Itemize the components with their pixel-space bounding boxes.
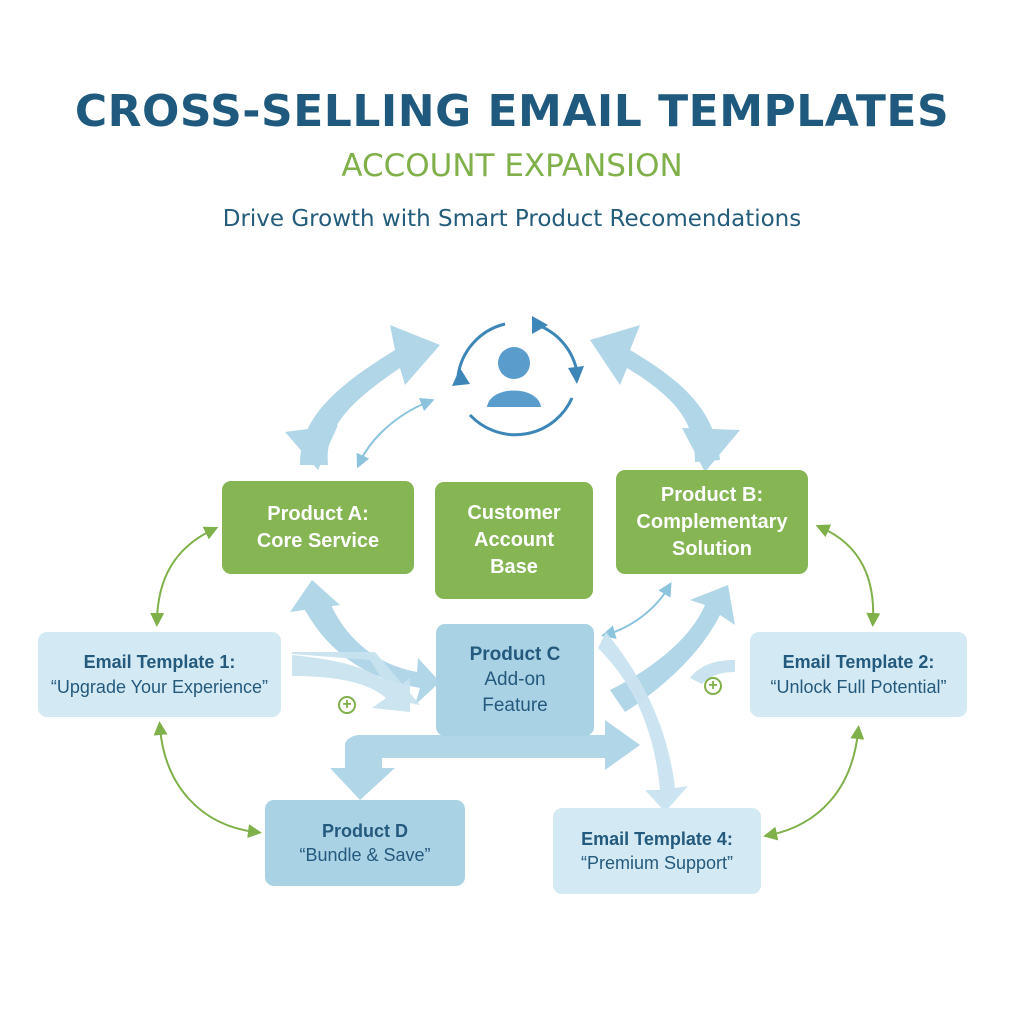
arrow-c-to-b bbox=[610, 585, 735, 712]
node-email-2-line1: Email Template 2: bbox=[782, 652, 935, 673]
node-email-1-line1: Email Template 1: bbox=[83, 652, 236, 673]
node-product-b-line2: Complementary bbox=[636, 510, 788, 533]
arrow-c-to-email4 bbox=[598, 632, 688, 812]
node-customer-base: Customer Account Base bbox=[435, 482, 593, 599]
node-product-b-line1: Product B: bbox=[660, 483, 764, 506]
node-product-c-line1: Product C bbox=[469, 643, 561, 665]
arrow-email2-stub bbox=[690, 660, 735, 684]
plus-circle-icon: + bbox=[704, 677, 722, 695]
node-email-4-line2: “Premium Support” bbox=[580, 853, 734, 873]
node-product-c-line3: Feature bbox=[482, 694, 548, 716]
plus-circle-icon: + bbox=[338, 696, 356, 714]
arrow-email1-to-c bbox=[292, 652, 420, 712]
page-title: CROSS-SELLING EMAIL TEMPLATES bbox=[74, 86, 950, 137]
node-customer-base-line3: Base bbox=[490, 556, 538, 578]
thin-arrow-left bbox=[356, 398, 435, 469]
node-product-a: Product A: Core Service bbox=[222, 481, 414, 574]
node-email-2-line2: “Unlock Full Potential” bbox=[770, 676, 947, 697]
node-email-4: Email Template 4: “Premium Support” bbox=[553, 808, 761, 894]
node-product-b-line3: Solution bbox=[672, 537, 752, 560]
node-product-b: Product B: Complementary Solution bbox=[616, 470, 808, 574]
connector-b-email2 bbox=[815, 524, 881, 627]
node-email-1: Email Template 1: “Upgrade Your Experien… bbox=[38, 632, 281, 717]
node-email-2: Email Template 2: “Unlock Full Potential… bbox=[750, 632, 967, 717]
node-product-c-line2: Add-on bbox=[484, 669, 546, 691]
arrow-c-to-d bbox=[330, 720, 640, 800]
node-product-d: Product D “Bundle & Save” bbox=[265, 800, 465, 886]
connector-a-email1 bbox=[150, 526, 219, 627]
node-product-c: Product C Add-on Feature bbox=[436, 624, 594, 736]
arrow-top-right bbox=[590, 325, 740, 472]
node-product-a-line2: Core Service bbox=[256, 529, 380, 552]
node-product-a-line1: Product A: bbox=[267, 502, 369, 525]
node-customer-base-line1: Customer bbox=[467, 502, 561, 524]
thin-arrow-right bbox=[601, 581, 672, 639]
node-customer-base-line2: Account bbox=[474, 529, 554, 551]
arrow-top-left bbox=[285, 325, 440, 470]
customer-cycle-icon bbox=[452, 316, 584, 437]
page-subtitle: ACCOUNT EXPANSION bbox=[341, 148, 683, 184]
arrow-a-to-c bbox=[290, 580, 440, 705]
connector-email1-d bbox=[153, 721, 262, 839]
node-email-1-line2: “Upgrade Your Experience” bbox=[50, 676, 269, 697]
node-email-4-line1: Email Template 4: bbox=[581, 828, 733, 849]
page-tagline: Drive Growth with Smart Product Recomend… bbox=[222, 206, 802, 232]
connector-email2-email4 bbox=[763, 725, 865, 841]
node-product-d-line1: Product D bbox=[321, 820, 408, 841]
node-product-d-line2: “Bundle & Save” bbox=[299, 845, 431, 865]
